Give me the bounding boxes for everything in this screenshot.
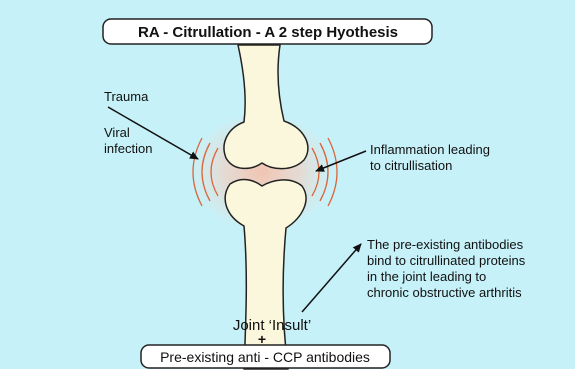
label-antibodies-line4: chronic obstructive arthritis bbox=[367, 285, 522, 300]
label-viral-infection-line2: infection bbox=[104, 141, 152, 156]
label-pre-existing-antibodies: Pre-existing anti - CCP antibodies bbox=[160, 349, 370, 365]
label-antibodies-line3: in the joint leading to bbox=[367, 269, 486, 284]
label-viral-infection-line1: Viral bbox=[104, 125, 130, 140]
label-antibodies-line2: bind to citrullinated proteins bbox=[367, 253, 526, 268]
label-inflammation-line2: to citrullisation bbox=[370, 158, 452, 173]
label-joint-insult: Joint ‘Insult’ bbox=[233, 317, 311, 334]
label-inflammation-line1: Inflammation leading bbox=[370, 142, 490, 157]
diagram-title: RA - Citrullation - A 2 step Hyothesis bbox=[138, 24, 398, 41]
label-antibodies-line1: The pre-existing antibodies bbox=[367, 237, 524, 252]
label-trauma: Trauma bbox=[104, 89, 149, 104]
